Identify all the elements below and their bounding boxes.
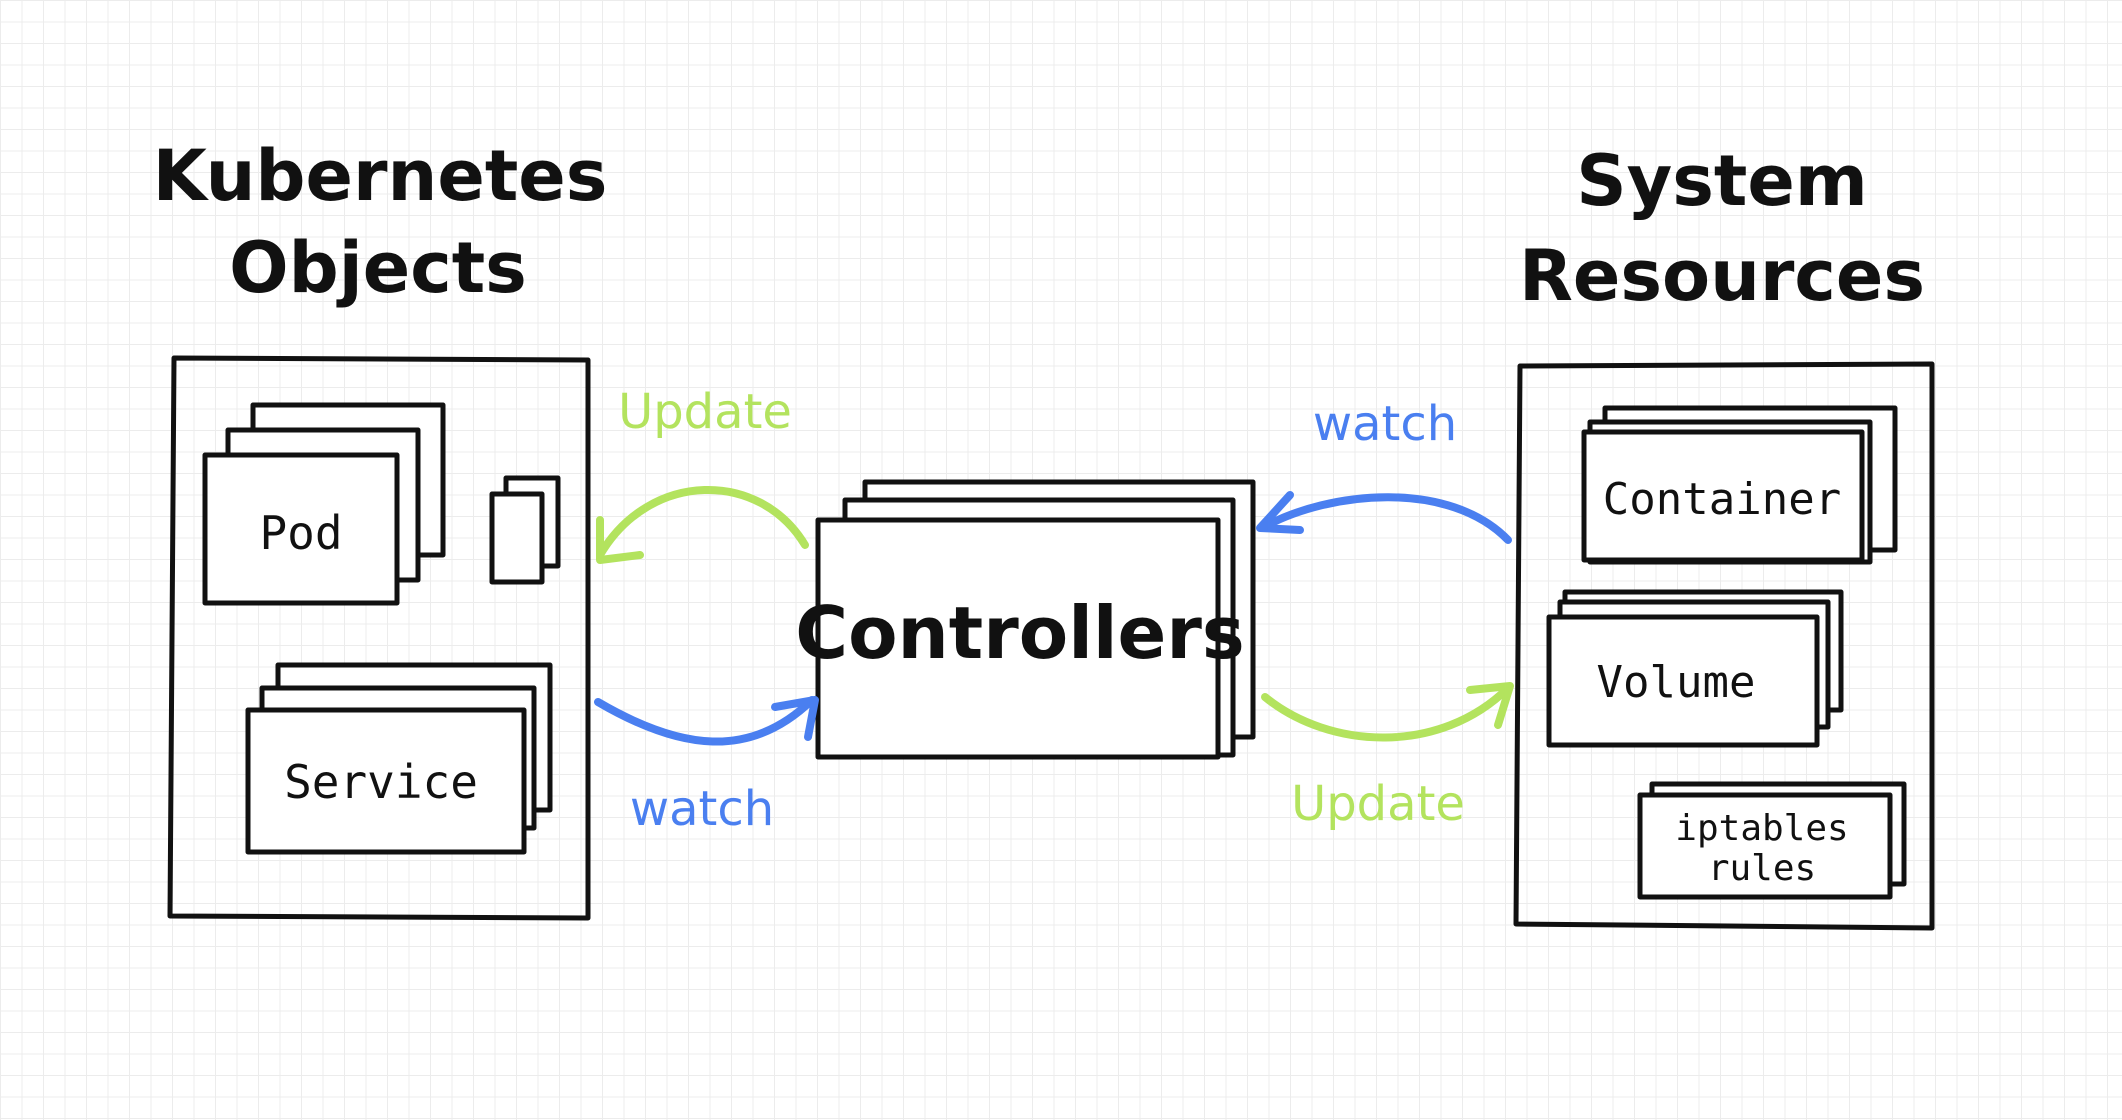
system-resources-panel	[1513, 361, 1935, 931]
service-stack: Service	[245, 662, 553, 855]
watch-arrow-right-curve	[1258, 493, 1512, 544]
system-resources-title-line2: Resources	[1519, 235, 1925, 317]
iptables-stack: iptables rules	[1637, 781, 1907, 900]
watch-arrow-right-head	[1256, 491, 1304, 534]
update-arrow-right: Update	[1261, 682, 1514, 832]
volume-label: Volume	[1597, 657, 1756, 708]
kubernetes-objects-title-line2: Objects	[229, 227, 527, 309]
container-stack: Container	[1581, 405, 1898, 565]
watch-arrow-left-curve	[594, 696, 816, 746]
watch-label-left: watch	[630, 781, 774, 837]
update-label-right: Update	[1291, 776, 1465, 832]
update-label-left: Update	[618, 384, 792, 440]
update-arrow-right-head	[1466, 682, 1514, 729]
container-label: Container	[1603, 474, 1841, 525]
iptables-label-line2: rules	[1708, 848, 1816, 889]
watch-label-right: watch	[1313, 396, 1457, 452]
watch-arrow-left: watch	[594, 696, 819, 837]
kubernetes-objects-group: Kubernetes Objects Pod Service	[153, 135, 608, 921]
update-arrow-right-curve	[1261, 684, 1512, 742]
system-resources-title-line1: System	[1576, 140, 1868, 222]
pod-label: Pod	[259, 506, 342, 560]
update-arrow-left-curve	[596, 486, 809, 559]
kubernetes-objects-panel	[167, 355, 591, 921]
system-resources-group: System Resources Container Volume iptabl…	[1513, 140, 1935, 931]
pod-stack: Pod	[202, 402, 446, 606]
service-label: Service	[284, 755, 478, 809]
update-arrow-left: Update	[596, 384, 809, 564]
watch-arrow-right: watch	[1256, 396, 1512, 544]
small-pod-stack	[489, 475, 561, 585]
kubernetes-objects-title-line1: Kubernetes	[153, 135, 608, 217]
volume-stack: Volume	[1546, 589, 1844, 748]
watch-arrow-left-head	[771, 696, 819, 741]
controllers-group: Controllers	[795, 479, 1256, 760]
controllers-label: Controllers	[795, 591, 1245, 675]
update-arrow-left-head	[596, 516, 644, 564]
iptables-label-line1: iptables	[1675, 808, 1848, 849]
